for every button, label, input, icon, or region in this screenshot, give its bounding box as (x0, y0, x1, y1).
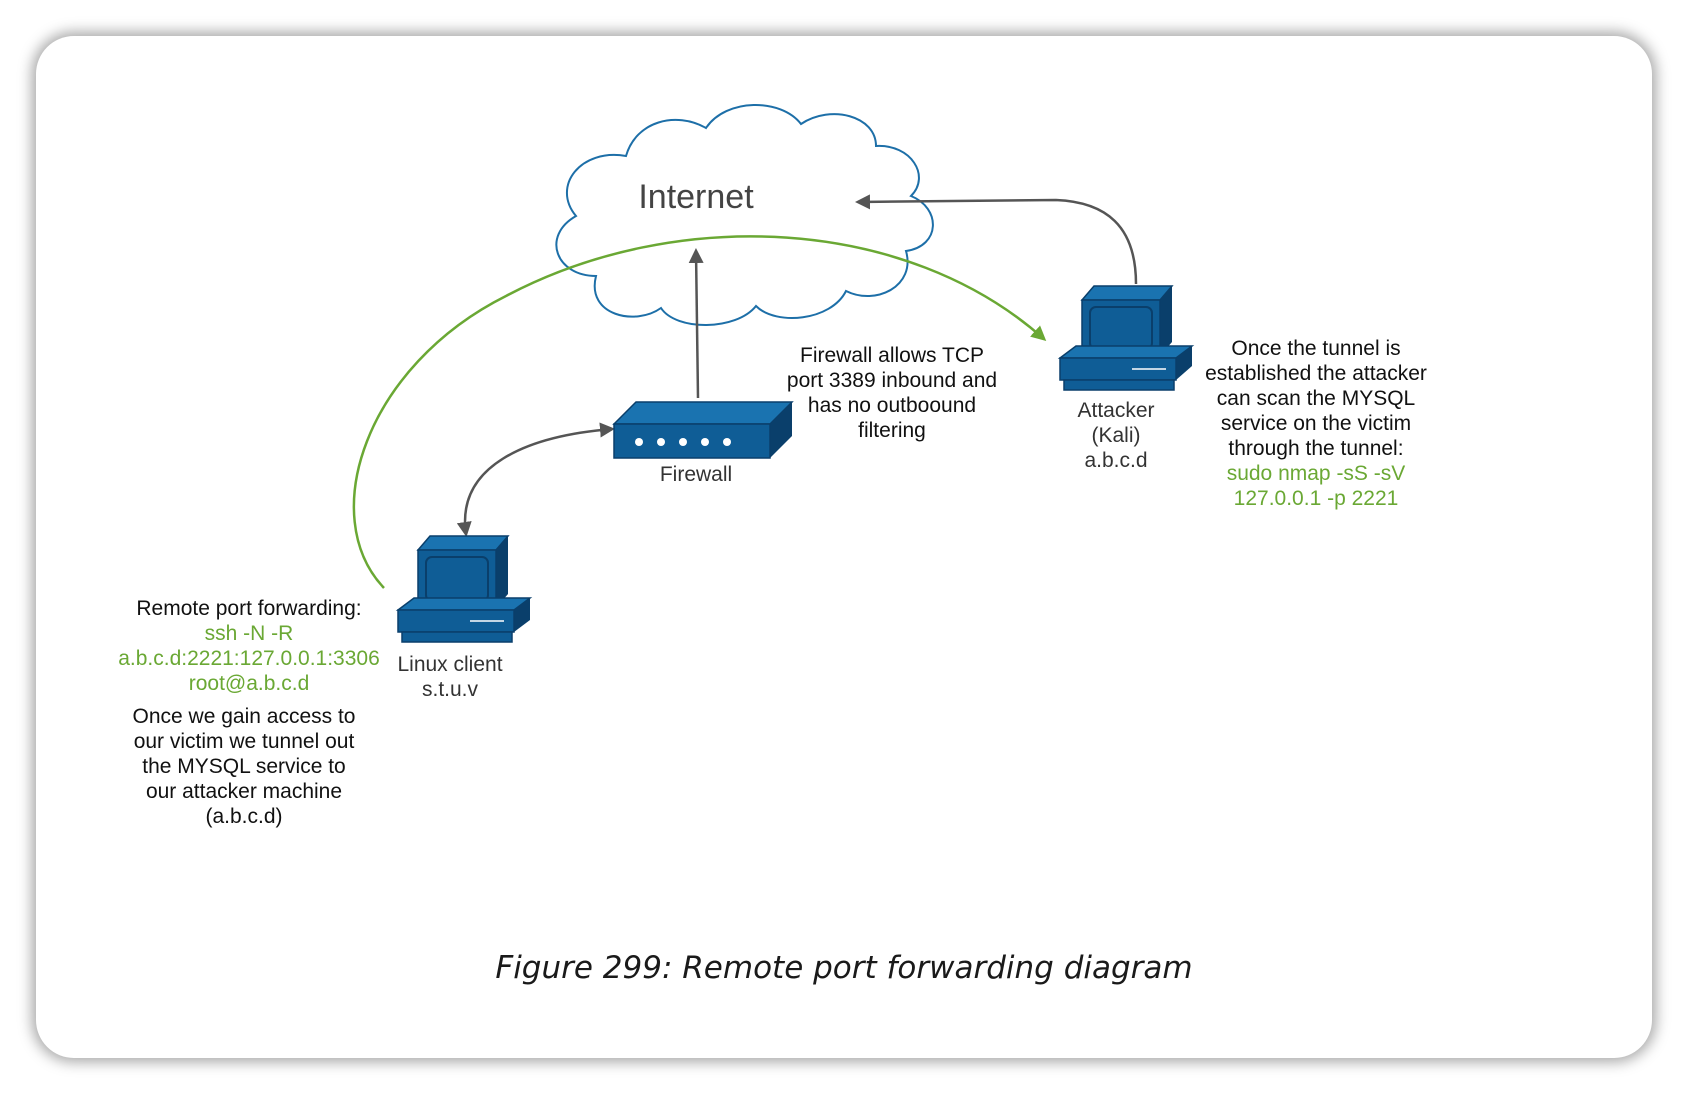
figure-caption: Figure 299: Remote port forwarding diagr… (495, 950, 1193, 986)
victim-access-note-line: (a.b.c.d) (205, 805, 283, 828)
attacker-note: Once the tunnel is established the attac… (1184, 336, 1448, 511)
attacker-label-line: Attacker (1077, 399, 1155, 422)
ssh-command-line: ssh -N -R (204, 622, 294, 645)
linux-client-label-line: s.t.u.v (421, 678, 479, 701)
attacker-to-internet-arrow (855, 194, 1138, 285)
network-diagram (352, 104, 1195, 643)
attacker-note-line: service on the victim (1220, 412, 1412, 435)
attacker-command-line: 127.0.0.1 -p 2221 (1233, 487, 1399, 510)
attacker-command-line: sudo nmap -sS -sV (1226, 462, 1406, 485)
firewall-note-line: Firewall allows TCP (800, 344, 984, 367)
ssh-command-line: root@a.b.c.d (188, 672, 310, 695)
client-firewall-arrow (456, 422, 615, 537)
victim-access-note-line: our attacker machine (145, 780, 343, 803)
linux-client-label: Linux client s.t.u.v (380, 652, 520, 702)
victim-access-note: Once we gain access to our victim we tun… (112, 704, 376, 829)
firewall-note: Firewall allows TCP port 3389 inbound an… (762, 343, 1022, 443)
firewall-note-line: filtering (858, 419, 926, 442)
attacker-label: Attacker (Kali) a.b.c.d (1046, 398, 1186, 473)
attacker-note-line: established the attacker (1205, 362, 1427, 385)
firewall-label: Firewall (659, 463, 733, 486)
attacker-note-line: Once the tunnel is (1231, 337, 1401, 360)
victim-access-note-line: the MYSQL service to (142, 755, 346, 778)
attacker-note-line: can scan the MYSQL (1216, 387, 1416, 410)
figure-card: Internet Firewall Firewall allows TCP po… (36, 36, 1652, 1058)
remote-forwarding-heading: Remote port forwarding: (136, 597, 362, 620)
firewall-icon (612, 401, 794, 459)
internet-label: Internet (638, 178, 754, 216)
victim-access-note-line: our victim we tunnel out (133, 730, 355, 753)
remote-forwarding-note: Remote port forwarding: ssh -N -R a.b.c.… (112, 596, 386, 696)
linux-client-computer-icon (395, 535, 533, 643)
firewall-note-line: port 3389 inbound and (786, 369, 998, 392)
tunnel-arc (352, 235, 1047, 589)
ssh-command-line: a.b.c.d:2221:127.0.0.1:3306 (118, 647, 380, 670)
attacker-label-line: (Kali) (1091, 424, 1141, 447)
linux-client-label-line: Linux client (397, 653, 503, 676)
attacker-note-line: through the tunnel: (1228, 437, 1404, 460)
internet-cloud-icon (555, 104, 934, 326)
attacker-computer-icon (1057, 285, 1195, 391)
firewall-to-internet-arrow (688, 248, 704, 399)
victim-access-note-line: Once we gain access to (132, 705, 356, 728)
firewall-note-line: has no outboound (807, 394, 977, 417)
attacker-label-line: a.b.c.d (1084, 449, 1148, 472)
